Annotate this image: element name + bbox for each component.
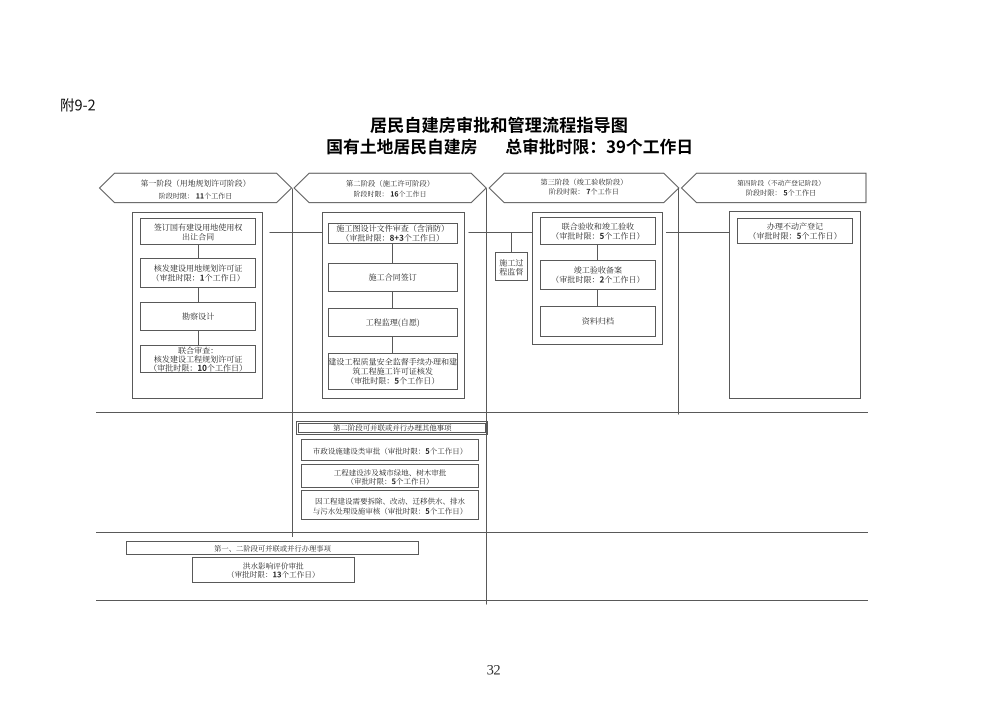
svg-text:32: 32 (487, 663, 501, 679)
